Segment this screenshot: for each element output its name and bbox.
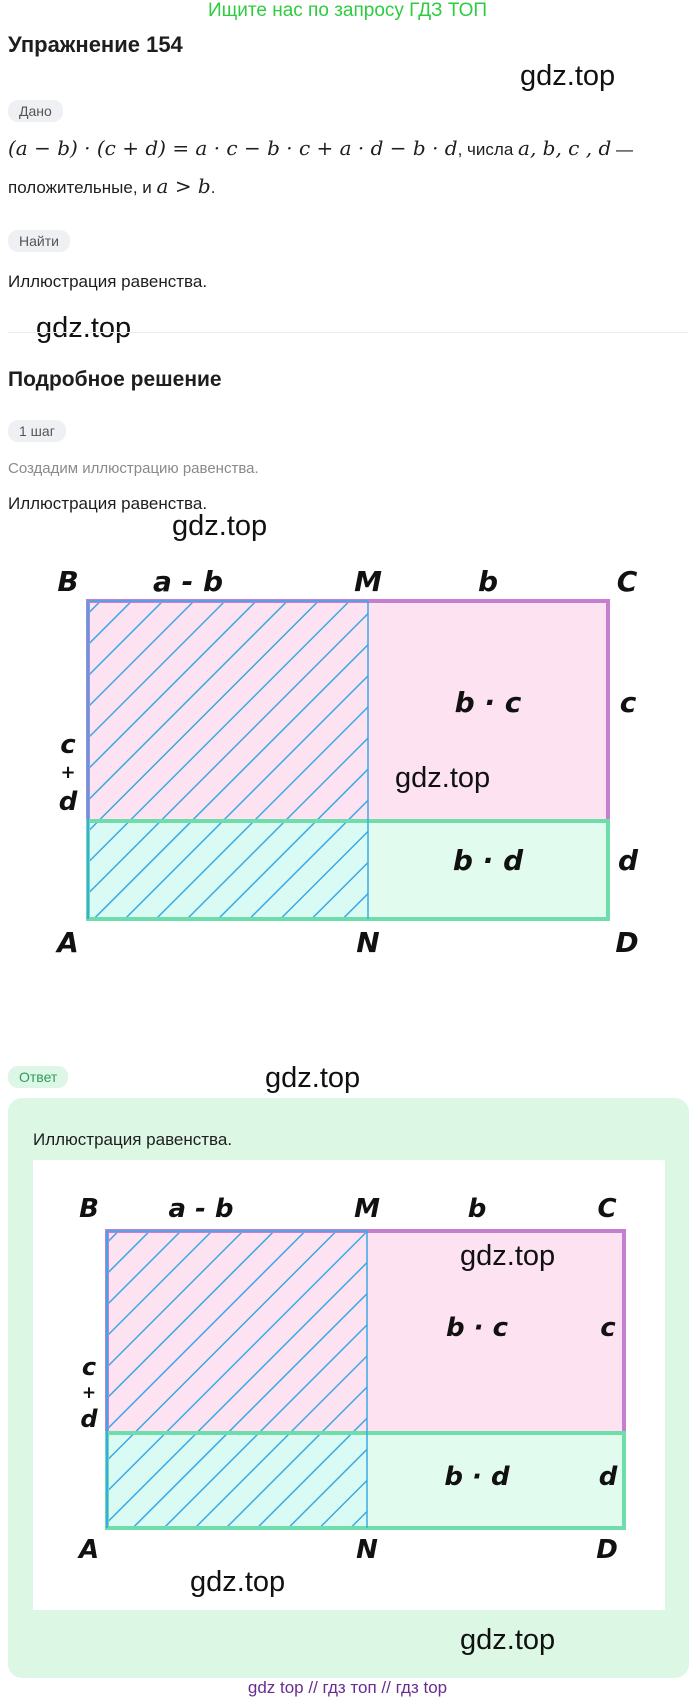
given-badge-label: Дано	[8, 100, 63, 122]
label-C: C	[597, 1194, 616, 1224]
label-B: B	[57, 565, 78, 598]
answer-badge-label: Ответ	[8, 1066, 69, 1088]
given-text-mid: , числа	[457, 140, 519, 159]
label-N: N	[356, 1535, 378, 1565]
hatch-region	[88, 601, 368, 919]
watermark: gdz.top	[172, 510, 268, 542]
region-bc	[367, 1231, 624, 1433]
footer-links: gdz top // гдз топ // гдз top	[0, 1678, 695, 1698]
step-badge-label: 1 шаг	[8, 420, 66, 442]
footer-separator: //	[381, 1678, 391, 1697]
region-bc	[368, 601, 608, 821]
label-cd-d: d	[80, 1405, 98, 1433]
given-line-2: положительные, и a > b.	[8, 174, 215, 198]
given-badge: Дано	[8, 100, 63, 122]
label-d: d	[618, 844, 639, 877]
label-a-minus-b: a - b	[153, 565, 223, 598]
region-bd	[367, 1433, 624, 1528]
watermark: gdz.top	[520, 60, 616, 92]
rectangle-figure-solution: B a - b M b C b · c c b · d d c + d A N …	[55, 565, 639, 959]
step-badge: 1 шаг	[8, 420, 66, 442]
step-hint: Создадим иллюстрацию равенства.	[8, 460, 259, 477]
find-text: Иллюстрация равенства.	[8, 272, 208, 291]
exercise-title: Упражнение 154	[8, 32, 183, 57]
label-a-minus-b: a - b	[168, 1194, 233, 1224]
watermark: gdz.top	[265, 1062, 361, 1094]
label-c: c	[620, 686, 637, 719]
given-formula: (a − b) · (c + d) = a · c − b · c + a · …	[8, 136, 458, 160]
footer-link-gdz-top[interactable]: gdz top	[247, 1678, 304, 1697]
given-dash: —	[611, 140, 633, 159]
find-badge-label: Найти	[8, 230, 70, 252]
label-bd: b · d	[453, 844, 524, 877]
given-vars: a, b, c , d	[518, 136, 612, 160]
label-B: B	[79, 1194, 99, 1224]
label-M: M	[354, 565, 382, 598]
label-b: b	[478, 565, 498, 598]
answer-text: Иллюстрация равенства.	[33, 1130, 233, 1149]
watermark: gdz.top	[460, 1624, 556, 1656]
given-line-1: (a − b) · (c + d) = a · c − b · c + a · …	[8, 136, 633, 160]
region-bd	[368, 821, 608, 919]
given-line2-math: a > b	[156, 174, 211, 198]
footer-separator: //	[308, 1678, 318, 1697]
label-D: D	[596, 1535, 618, 1565]
find-badge: Найти	[8, 230, 70, 252]
label-cd-c: c	[82, 1353, 96, 1381]
label-cd-c: c	[60, 730, 76, 760]
step-text: Иллюстрация равенства.	[8, 494, 208, 513]
watermark: gdz.top	[460, 1240, 556, 1272]
promo-banner[interactable]: Ищите нас по запросу ГДЗ ТОП	[207, 0, 488, 21]
label-bc: b · c	[446, 1313, 509, 1343]
footer-link-gdz-top-ru[interactable]: гдз топ	[322, 1678, 377, 1697]
label-D: D	[615, 926, 638, 959]
label-C: C	[617, 565, 638, 598]
label-b: b	[468, 1194, 487, 1224]
divider	[8, 332, 688, 333]
label-cd-d: d	[59, 787, 78, 817]
label-d: d	[599, 1462, 618, 1492]
label-bc: b · c	[455, 686, 522, 719]
footer-link-gdz-top-mixed[interactable]: гдз top	[395, 1678, 448, 1697]
watermark: gdz.top	[36, 312, 132, 344]
label-c: c	[600, 1313, 616, 1343]
watermark: gdz.top	[190, 1566, 286, 1598]
label-cd-plus: +	[60, 762, 75, 783]
label-A: A	[77, 1535, 99, 1565]
solution-heading: Подробное решение	[8, 368, 222, 391]
rectangle-figure-answer: B a - b M b C b · c c b · d d c + d A N …	[77, 1194, 626, 1565]
watermark: gdz.top	[395, 762, 491, 794]
hatch-region	[107, 1231, 367, 1528]
label-cd-plus: +	[82, 1383, 96, 1403]
label-bd: b · d	[444, 1462, 510, 1492]
label-N: N	[356, 926, 379, 959]
given-line2-end: .	[210, 178, 216, 197]
given-line2-text: положительные, и	[8, 178, 157, 197]
answer-badge: Ответ	[8, 1066, 69, 1088]
label-A: A	[55, 926, 79, 959]
label-M: M	[354, 1194, 380, 1224]
